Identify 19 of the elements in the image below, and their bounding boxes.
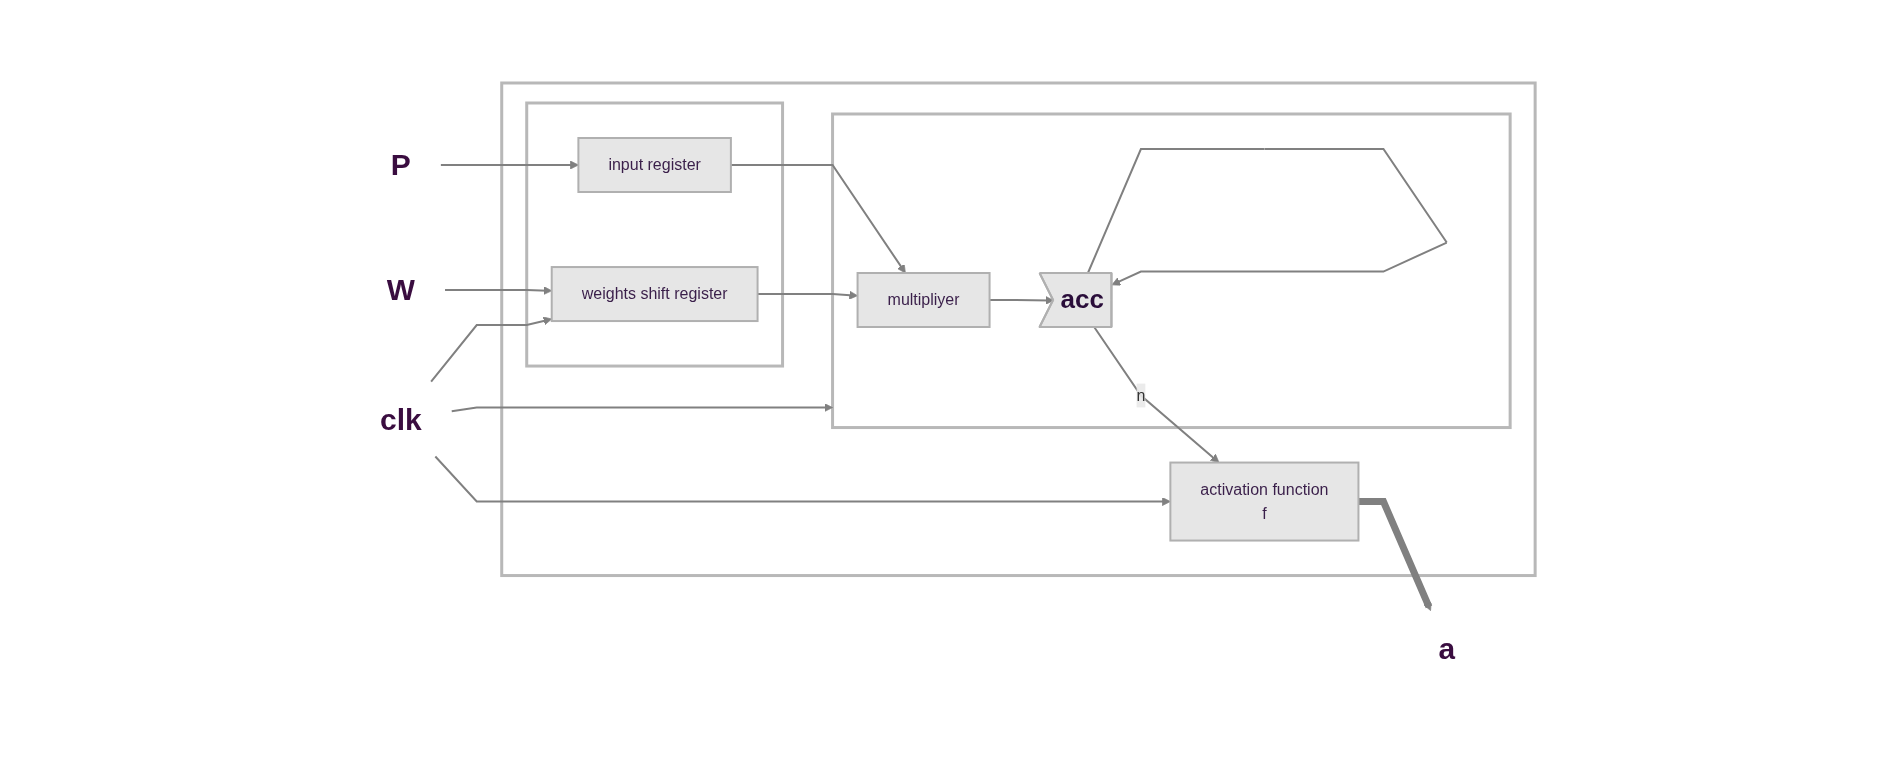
cluster [525,101,784,368]
edge-label: n [1136,386,1146,404]
cluster [500,81,1537,577]
node-box: weights shift register [550,265,759,322]
arrow [1358,497,1433,611]
arrow [439,160,579,170]
node-box: activation function f [1169,461,1360,542]
arrow [430,316,553,383]
arrow [450,402,833,413]
node-text: a [1438,631,1456,665]
node-text: W [386,273,415,307]
node-box: input register [577,136,732,193]
arrow [1093,326,1220,463]
node-text: P [390,148,411,182]
node-box: multipliyer [856,271,991,328]
cluster [831,112,1512,429]
arrow [434,455,1171,506]
node-text: clk [379,402,422,436]
arrow [1086,147,1448,286]
